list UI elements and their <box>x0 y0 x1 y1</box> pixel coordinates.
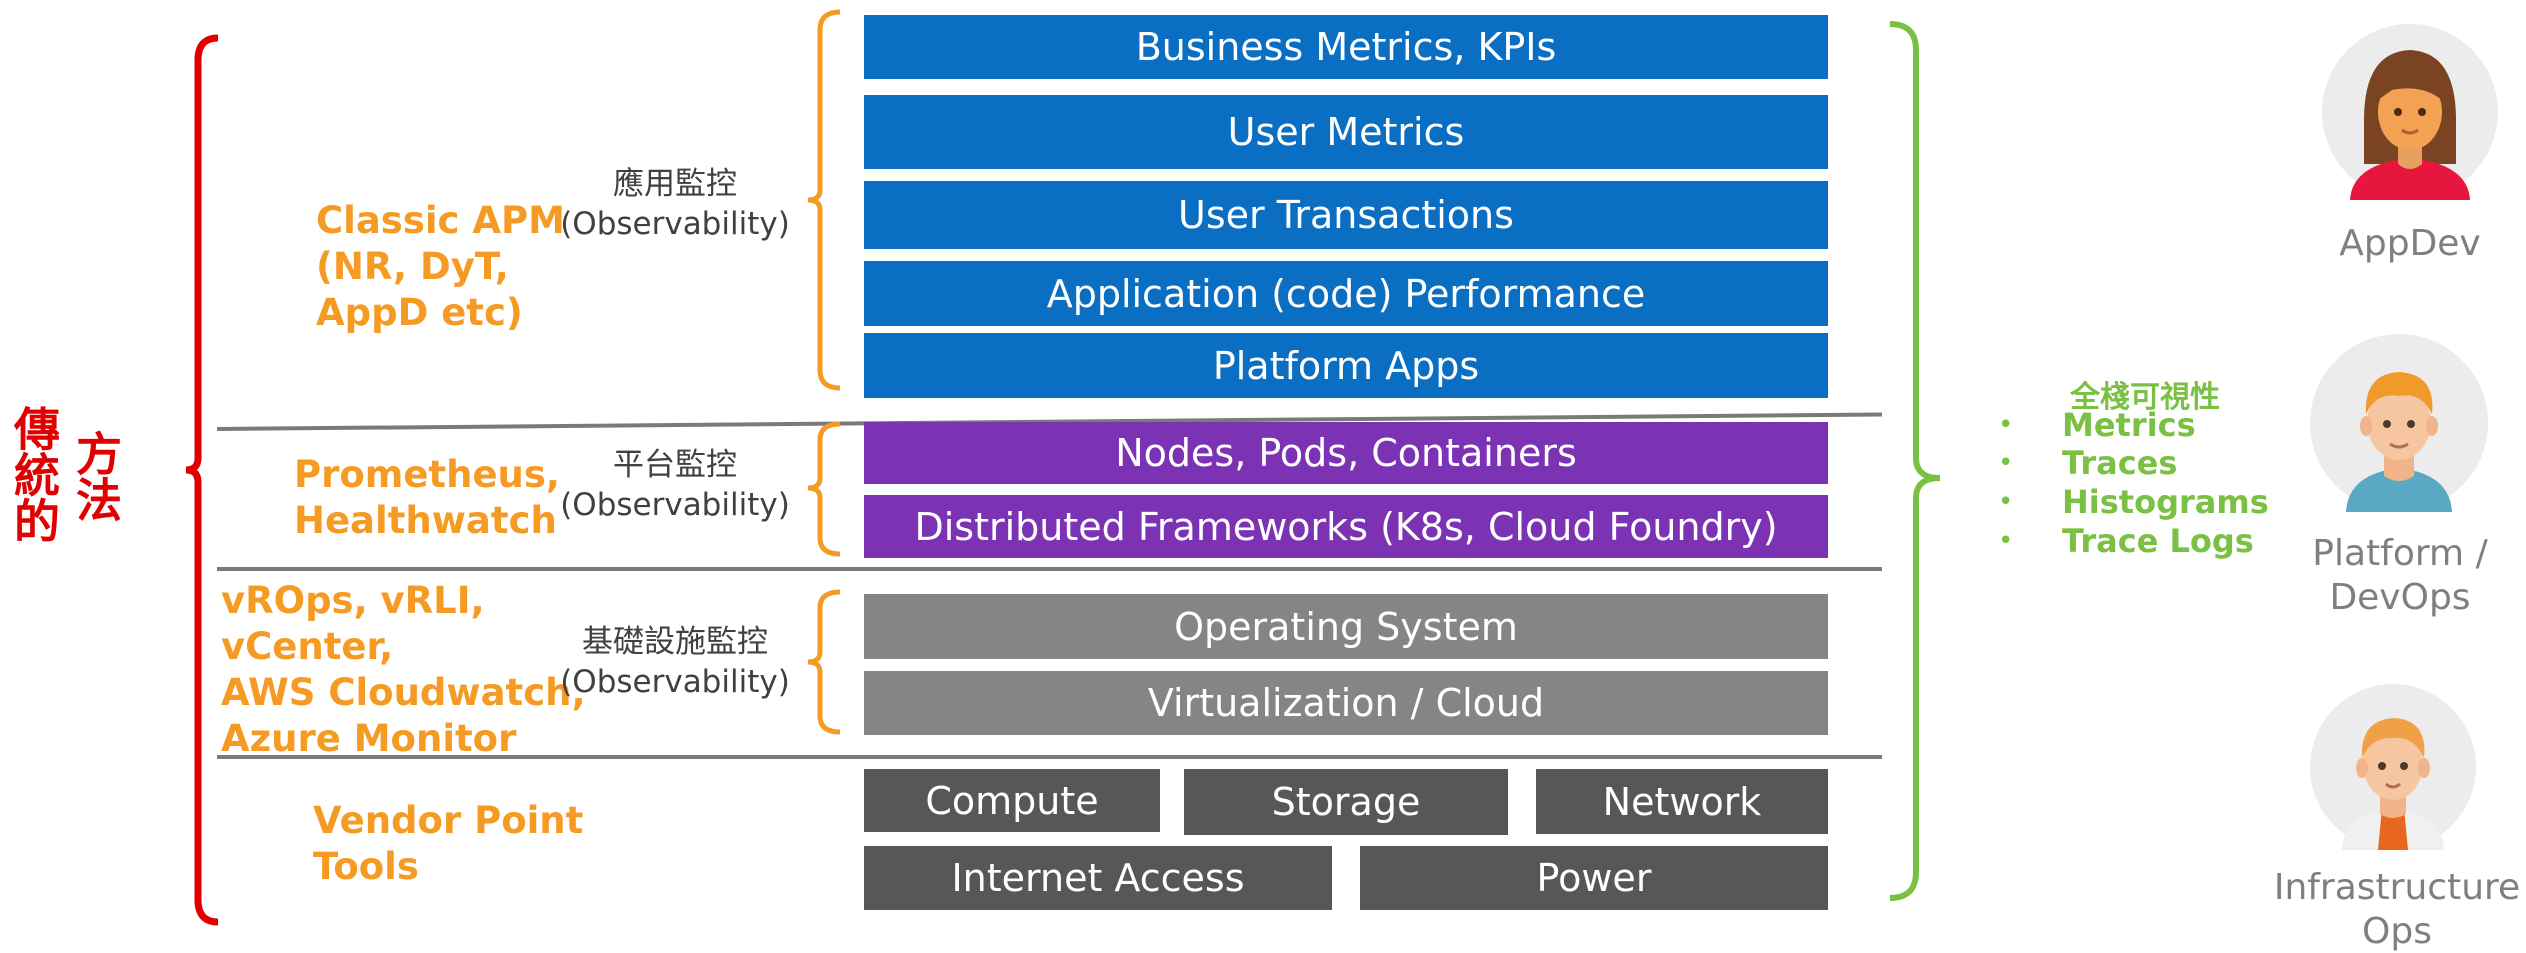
bullet-metrics: • <box>1998 410 2014 440</box>
bullet-histograms: • <box>1998 487 2014 517</box>
bullet-trace-logs: • <box>1998 526 2014 556</box>
tool-vrops: vROps, vRLI, vCenter, AWS Cloudwatch, Az… <box>221 579 586 760</box>
layer-network: Network <box>1536 769 1828 834</box>
layer-business-metrics: Business Metrics, KPIs <box>864 15 1828 79</box>
divider-line-infra-vendor <box>217 755 1882 759</box>
layer-operating-system: Operating System <box>864 594 1828 659</box>
green-bracket <box>1889 21 1941 901</box>
visibility-item-histograms: Histograms <box>2062 483 2269 521</box>
layer-power: Power <box>1360 846 1828 910</box>
red-bracket <box>185 34 219 926</box>
layer-internet-access: Internet Access <box>864 846 1332 910</box>
tool-classic-apm: Classic APM (NR, DyT, AppD etc) <box>316 199 565 334</box>
platform-devops-avatar-icon <box>2310 334 2488 512</box>
appdev-avatar-icon <box>2322 24 2498 200</box>
divider-line-platform-infra <box>217 567 1882 571</box>
layer-storage: Storage <box>1184 769 1508 835</box>
layer-compute: Compute <box>864 769 1160 832</box>
layer-distributed-frameworks: Distributed Frameworks (K8s, Cloud Found… <box>864 495 1828 558</box>
category-platform-observability: 平台監控 (Observability) <box>560 447 790 523</box>
layer-platform-apps: Platform Apps <box>864 333 1828 398</box>
bullet-traces: • <box>1998 448 2014 478</box>
traditional-approach-label-2: 方法 <box>69 430 123 522</box>
traditional-approach-label-1: 傳統的 <box>7 405 61 543</box>
layer-user-transactions: User Transactions <box>864 181 1828 249</box>
tool-vendor-point: Vendor Point Tools <box>313 799 584 888</box>
category-infra-observability: 基礎設施監控 (Observability) <box>560 624 790 700</box>
category-app-observability: 應用監控 (Observability) <box>560 166 790 242</box>
orange-bracket-app <box>807 9 841 391</box>
persona-platform-devops-label: Platform / DevOps <box>2312 533 2488 618</box>
orange-bracket-infra <box>807 589 841 735</box>
visibility-item-metrics: Metrics <box>2062 406 2196 444</box>
visibility-item-traces: Traces <box>2062 444 2178 482</box>
full-stack-visibility-title: 全棧可視性 <box>2070 380 2220 415</box>
layer-application-performance: Application (code) Performance <box>864 261 1828 326</box>
orange-bracket-platform <box>807 421 841 557</box>
layer-virtualization-cloud: Virtualization / Cloud <box>864 671 1828 735</box>
tool-prometheus: Prometheus, Healthwatch <box>294 453 560 542</box>
layer-user-metrics: User Metrics <box>864 95 1828 169</box>
persona-infrastructure-ops-label: Infrastructure Ops <box>2273 867 2521 952</box>
persona-appdev-label: AppDev <box>2339 223 2481 264</box>
infrastructure-ops-avatar-icon <box>2310 684 2476 850</box>
visibility-item-trace-logs: Trace Logs <box>2062 522 2254 560</box>
layer-nodes-pods: Nodes, Pods, Containers <box>864 422 1828 484</box>
